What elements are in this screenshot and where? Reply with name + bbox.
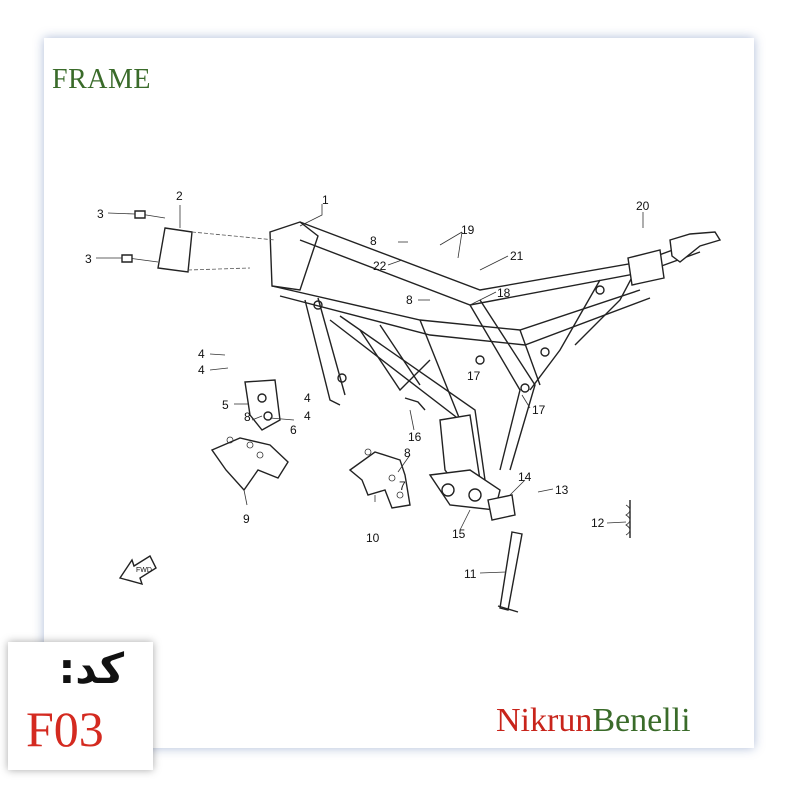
brand-text: NikrunBenelli <box>496 702 691 740</box>
callout: 17 <box>532 403 546 417</box>
callout: 15 <box>452 527 466 541</box>
callout: 2 <box>176 189 183 203</box>
side-stand <box>487 494 631 613</box>
callout: 4 <box>304 409 311 423</box>
callout: 19 <box>461 223 475 237</box>
callout-labels: 1 2 3 3 4 4 4 4 5 6 8 9 8 7 10 16 8 22 1… <box>85 189 650 581</box>
callout: 21 <box>510 249 524 263</box>
svg-text:FWD: FWD <box>136 567 152 574</box>
brand-part1: Nikrun <box>496 702 593 739</box>
callout: 1 <box>322 193 329 207</box>
fwd-arrow-icon: FWD <box>118 554 157 586</box>
callout: 10 <box>366 531 380 545</box>
callout: 5 <box>222 398 229 412</box>
callout: 8 <box>404 446 411 460</box>
callout: 9 <box>243 512 250 526</box>
callout: 6 <box>290 423 297 437</box>
brand-part2: Benelli <box>592 702 691 739</box>
part-plate <box>121 210 276 273</box>
callout: 20 <box>636 199 650 213</box>
callout: 22 <box>373 259 387 273</box>
main-frame <box>269 221 722 511</box>
callout: 13 <box>555 483 569 497</box>
callout-leaders <box>96 204 644 574</box>
callout: 8 <box>406 293 413 307</box>
callout: 16 <box>408 430 422 444</box>
callout: 11 <box>464 567 477 581</box>
code-value: F03 <box>26 701 104 757</box>
callout: 12 <box>591 516 605 530</box>
callout: 8 <box>244 410 251 424</box>
callout: 3 <box>85 252 92 266</box>
callout: 3 <box>97 207 104 221</box>
callout: 8 <box>370 234 377 248</box>
callout: 4 <box>304 391 311 405</box>
callout: 4 <box>198 363 205 377</box>
callout: 4 <box>198 347 205 361</box>
brackets-left <box>210 379 426 509</box>
callout: 18 <box>497 286 511 300</box>
diagram-card <box>44 38 754 748</box>
callout: 14 <box>518 470 532 484</box>
code-box: کد: F03 <box>8 642 153 770</box>
callout: 17 <box>467 369 481 383</box>
callout: 7 <box>399 479 406 493</box>
page-title: FRAME <box>52 64 151 95</box>
code-label: کد: <box>58 644 124 693</box>
